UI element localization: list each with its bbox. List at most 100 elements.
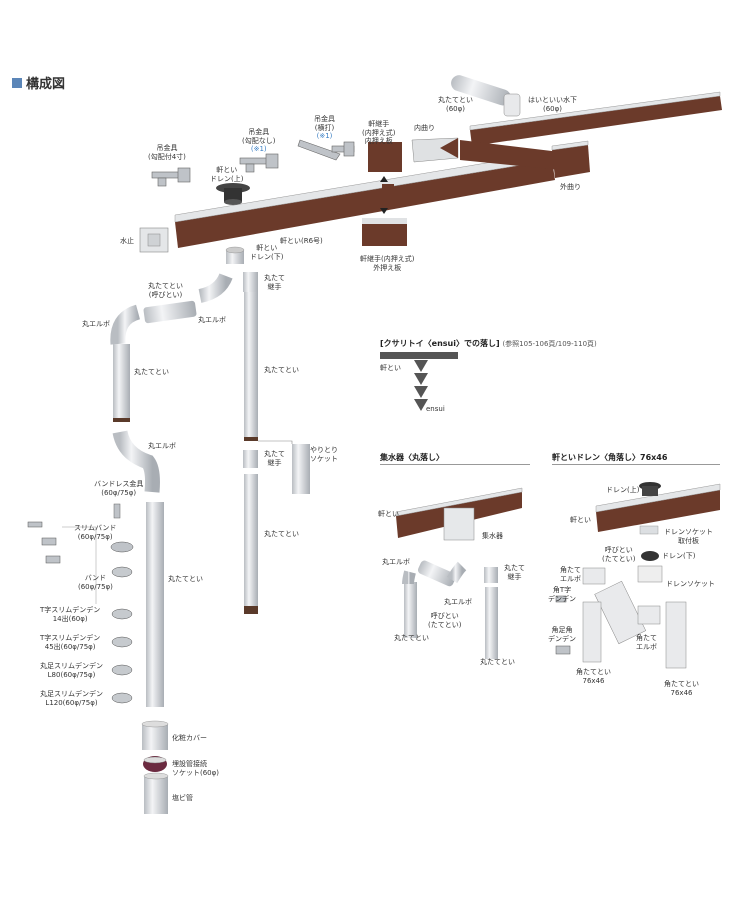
drain-up [216,183,250,205]
title-marker-icon [12,77,22,88]
label-kesho-cover: 化粧カバー [172,734,207,742]
label-pipe-r1: 丸たてとい [394,634,429,642]
label-l120: 丸足スリムデンデン L120(60φ/75φ) [40,690,103,707]
band [111,566,133,578]
label-tsurikanagu-kobai: 吊金具 (勾配なし)(※1) [242,128,276,153]
label-t-slim-14: T字スリムデンデン 14出(60φ) [40,606,101,623]
ensui-chain [414,360,428,411]
arrow-up-icon [380,208,388,214]
label-kaku-elbow-1: 角たて エルボ [560,566,581,583]
round-pipe-3 [113,344,130,420]
round-slim-l120 [111,692,133,704]
label-pipe-r2: 丸たてとい [480,658,515,666]
drain-down [226,250,244,264]
haitoi-pipe [451,75,511,106]
stop-end [139,227,169,253]
hanger-side [297,139,355,161]
label-haitoi: はいといい水下 (60φ) [528,96,577,113]
label-drain-up-sq: ドレン(上) [606,486,640,494]
label-nokitoi-r: 軒とい(R6号) [280,237,323,245]
label-kaku-76b: 角たてとい 76x46 [664,680,699,697]
label-maisetsu: 埋設管接続 ソケット(60φ) [172,760,219,777]
label-kaku-t: 角T字 デンデン [548,586,576,603]
round-elbow-left [110,304,141,345]
label-elbow-1: 丸エルボ [198,316,226,324]
round-slim-l80 [111,664,133,676]
label-elbow-r1: 丸エルボ [382,558,410,566]
section-marutoshi: 集水器〈丸落し〉 [380,453,444,462]
label-yaritori: やりとり ソケット [310,446,338,463]
label-uchimagari: 内曲り [414,124,435,132]
label-elbow-3: 丸エルボ [148,442,176,450]
eaves-gutter-back [460,91,722,170]
label-tsugite-r: 丸たて 継手 [504,564,525,581]
label-drain-down-sq: ドレン(下) [662,552,696,560]
label-mizudome: 水止 [120,237,134,245]
label-sotomagari: 外曲り [560,183,581,191]
label-yobitoi-r: 呼びとい (たてとい) [428,612,462,629]
label-marutatetoi-60: 丸たてとい (60φ) [438,96,473,113]
label-ensui: ensui [426,405,445,413]
outer-joint-plate [362,220,407,246]
label-nokitsugite-soto: 軒継手(内押え式) 外押え板 [360,255,415,272]
label-enbi: 塩ビ管 [172,794,193,802]
label-t-slim-45: T字スリムデンデン 45出(60φ/75φ) [40,634,101,651]
label-pipe-3: 丸たてとい [264,530,299,538]
label-kaku-elbow-2: 角たて エルボ [636,634,657,651]
round-pipe-main [146,502,164,707]
label-yobitoi-sq: 呼びとい (たてとい) [602,546,636,563]
hanger-flat [239,153,279,173]
round-elbow-lower [112,430,160,493]
label-drain-down: 軒とい ドレン(下) [250,244,284,261]
label-l80: 丸足スリムデンデン L80(60φ/75φ) [40,662,103,679]
round-coupling-1 [243,272,258,292]
label-shusuiki: 集水器 [482,532,503,540]
kusaritoi-bar [380,352,458,359]
section-kakutoshi: 軒といドレン〈角落し〉76x46 [552,453,668,462]
label-nokitoi-round: 軒とい [378,510,399,518]
yaritori-socket [292,444,310,494]
inner-corner [411,137,459,163]
t-slim-14 [111,608,133,620]
round-elbow-top [198,273,233,303]
label-elbow-r2: 丸エルボ [444,598,472,606]
label-kaku-76a: 角たてとい 76x46 [576,668,611,685]
cosmetic-cover [142,724,168,750]
label-tsugite-2: 丸たて 継手 [264,450,285,467]
arrow-down-icon [380,176,388,182]
label-nokitsugite-uchi: 軒継手 (内押え式) 内押え板 [362,120,396,145]
label-kaku-ashi: 角足角 デンデン [548,626,576,643]
label-band: バンド (60φ/75φ) [78,574,113,591]
label-yobitoi: 丸たてとい (呼びとい) [148,282,183,299]
section-kusaritoi: [クサリトイ〈ensui〉での落し] (参照105-106頁/109-110頁) [380,339,597,348]
slim-band-parts [27,521,134,564]
label-drain-plate: ドレンソケット 取付板 [664,528,713,545]
hanger-sloped [151,167,191,187]
label-pipe-4: 丸たてとい [168,575,203,583]
t-slim-45 [111,636,133,648]
label-tsurikanagu-yoko: 吊金具 (横打)(※1) [314,115,335,140]
label-drain-up: 軒とい ドレン(上) [210,166,244,183]
bandless-bracket [113,503,121,519]
round-pipe-yobitoi [143,300,197,324]
label-tsurikanagu-4sun: 吊金具 (勾配付4寸) [148,144,186,161]
label-elbow-2: 丸エルボ [82,320,110,328]
haitoi-outlet [503,93,521,117]
pvc-pipe [144,776,168,814]
page-title: 構成図 [12,73,65,92]
label-pipe-1: 丸たてとい [134,368,169,376]
label-nokitoi-sq: 軒とい [570,516,591,524]
round-coupling-2 [243,450,258,468]
label-tsugite-1: 丸たて 継手 [264,274,285,291]
label-slim-band: スリムバンド (60φ/75φ) [74,524,117,541]
square-drop-assembly [555,482,721,669]
label-pipe-2: 丸たてとい [264,366,299,374]
label-nokitoi-chain: 軒とい [380,364,401,372]
joint-piece [382,184,394,208]
inner-joint-plate [368,142,402,172]
round-pipe-2 [244,474,258,609]
label-bandless: バンドレス金具 (60φ/75φ) [94,480,144,497]
outer-corner [551,140,590,178]
label-drain-socket: ドレンソケット [666,580,715,588]
